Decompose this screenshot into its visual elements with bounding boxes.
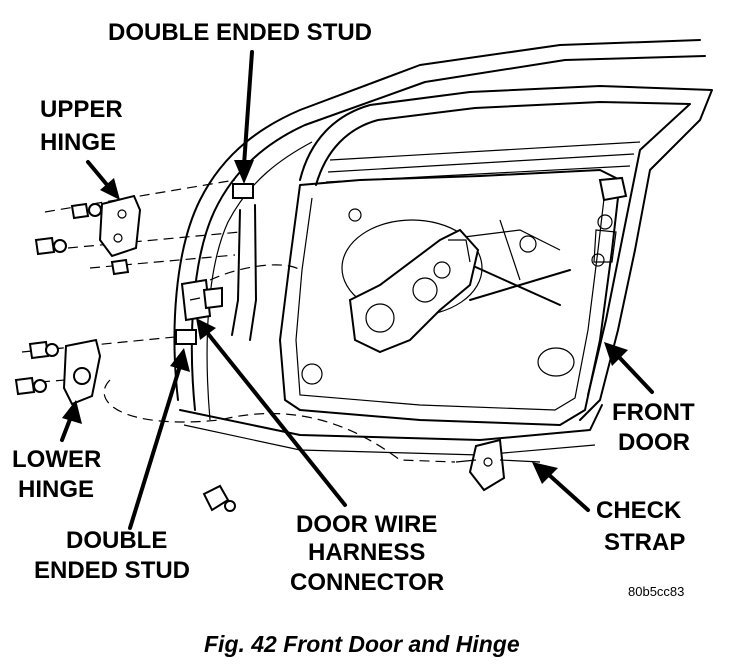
label-front-door-line1: FRONT	[612, 399, 695, 426]
label-check-strap-line1: CHECK	[596, 497, 682, 524]
label-front-door-line2: DOOR	[618, 429, 690, 456]
upper-hinge-assembly	[34, 179, 254, 276]
label-double-ended-stud-bottom-line2: ENDED STUD	[34, 557, 190, 584]
label-door-wire-line3: CONNECTOR	[290, 569, 444, 596]
label-upper-hinge-line1: UPPER	[40, 96, 123, 123]
label-double-ended-stud-top: DOUBLE ENDED STUD	[108, 19, 372, 46]
check-strap	[455, 438, 541, 492]
label-door-wire-line1: DOOR WIRE	[296, 511, 437, 538]
label-check-strap-line2: STRAP	[604, 529, 685, 556]
lower-hinge-assembly	[14, 329, 236, 512]
label-door-wire-line2: HARNESS	[308, 539, 425, 566]
label-double-ended-stud-bottom-line1: DOUBLE	[66, 527, 167, 554]
wire-harness-connector	[180, 278, 223, 322]
label-upper-hinge-line2: HINGE	[40, 129, 116, 156]
figure-code: 80b5cc83	[628, 584, 684, 599]
label-lower-hinge-line2: HINGE	[18, 476, 94, 503]
door-illustration	[103, 39, 713, 463]
leader-arrows	[60, 50, 654, 530]
label-lower-hinge-line1: LOWER	[12, 446, 101, 473]
figure-caption: Fig. 42 Front Door and Hinge	[204, 631, 520, 657]
